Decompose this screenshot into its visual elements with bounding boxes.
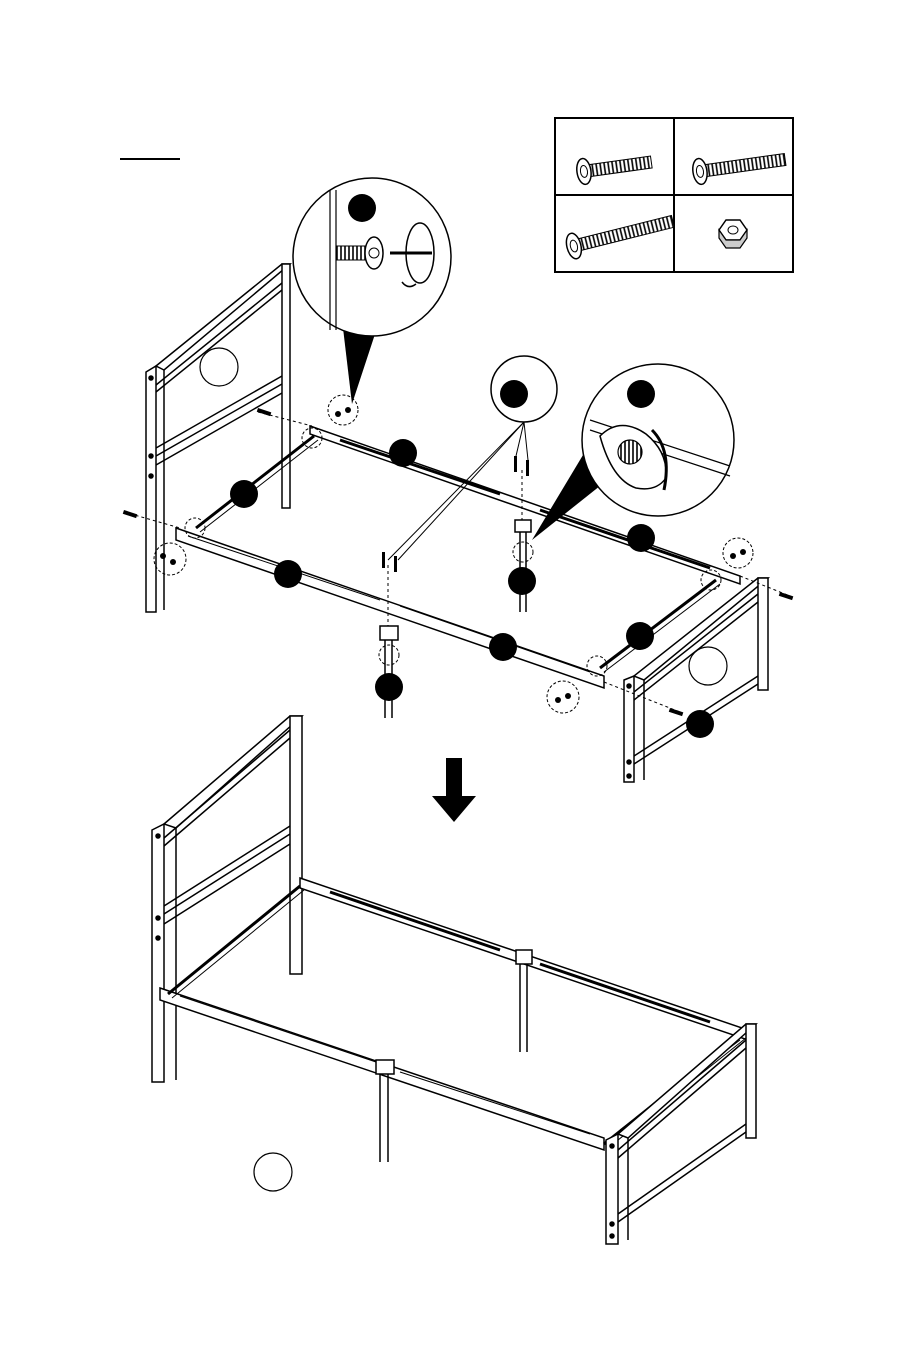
hex-nut-icon <box>719 220 747 248</box>
detail-bolt-insert <box>293 178 451 404</box>
callout-marker <box>375 673 403 701</box>
bolt-long-icon <box>564 209 676 261</box>
callout-marker <box>274 560 302 588</box>
bolt-short-icon <box>575 149 653 185</box>
callout-marker <box>686 710 714 738</box>
callout-marker <box>626 622 654 650</box>
support-leg-back <box>513 520 533 612</box>
exploded-view <box>123 178 794 782</box>
detail-nut-wrench <box>532 364 734 540</box>
headboard-panel-marker <box>200 348 238 386</box>
callout-marker <box>230 480 258 508</box>
support-leg-front <box>379 626 399 718</box>
down-arrow-icon <box>432 758 476 822</box>
footboard <box>624 578 768 782</box>
bolt-medium-icon <box>691 147 787 186</box>
callout-marker <box>627 524 655 552</box>
footboard-panel-marker <box>689 647 727 685</box>
callout-marker <box>389 439 417 467</box>
rail-front-long <box>176 528 604 688</box>
assembled-bed-marker <box>254 1153 292 1191</box>
callout-marker <box>508 567 536 595</box>
callout-marker <box>489 633 517 661</box>
